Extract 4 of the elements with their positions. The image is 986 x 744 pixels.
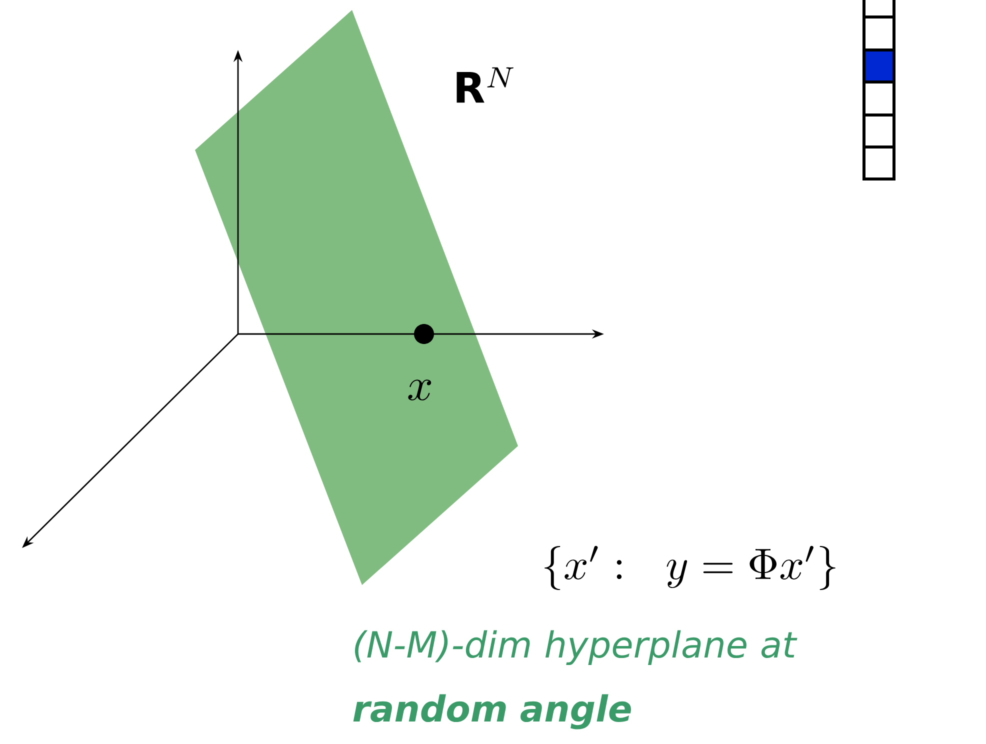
- set-formula: $\{x' :\ \ y = \Phi x'\}$: [544, 546, 836, 590]
- point-label: $x$: [408, 380, 432, 400]
- caption: (N-M)-dim hyperplane at random angle: [353, 630, 798, 730]
- formula-label: $\mathbf{R}^N$: [456, 67, 514, 103]
